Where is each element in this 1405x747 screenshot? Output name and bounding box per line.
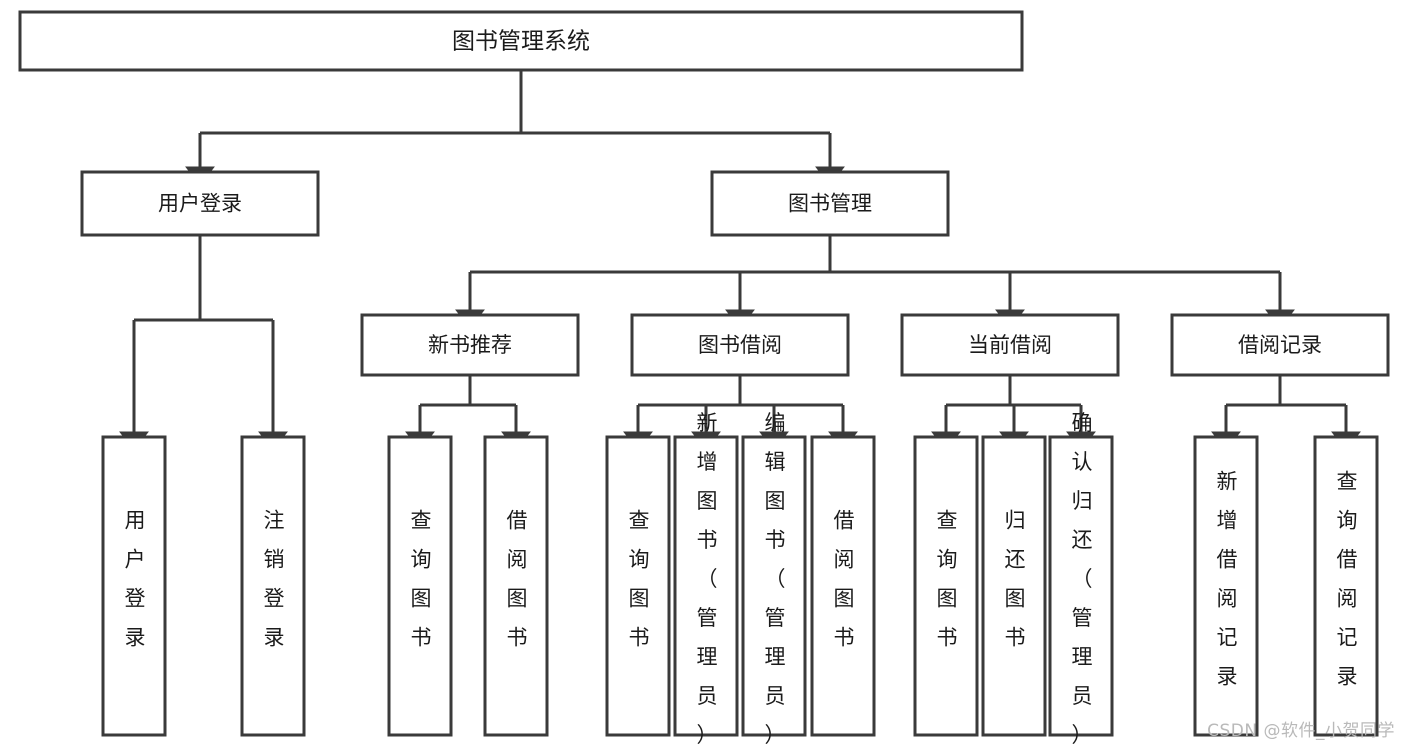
node-leaf-add-book[interactable]: 新增图书（管理员） xyxy=(673,411,739,747)
node-current-borrow[interactable]: 当前借阅 xyxy=(900,313,1120,377)
node-leaf-query-book-3-label: 查询图书 xyxy=(937,509,958,650)
node-leaf-query-record-label: 查询借阅记录 xyxy=(1337,470,1358,689)
node-title-system[interactable]: 图书管理系统 xyxy=(18,10,1024,72)
node-user-login[interactable]: 用户登录 xyxy=(80,170,320,237)
node-leaf-borrow-book-2[interactable]: 借阅图书 xyxy=(810,435,876,737)
node-leaf-confirm-return[interactable]: 确认归还（管理员） xyxy=(1048,411,1114,747)
node-borrow-record[interactable]: 借阅记录 xyxy=(1170,313,1390,377)
node-leaf-edit-book[interactable]: 编辑图书（管理员） xyxy=(741,411,807,747)
node-leaf-user-logout[interactable]: 注销登录 xyxy=(240,435,306,737)
node-leaf-borrow-book-1-label: 借阅图书 xyxy=(507,509,528,650)
node-leaf-query-book-1-label: 查询图书 xyxy=(411,509,432,650)
node-user-login-label: 用户登录 xyxy=(158,192,242,216)
watermark-label: CSDN @软件_小贺同学 xyxy=(1207,721,1395,741)
node-leaf-return-book[interactable]: 归还图书 xyxy=(981,435,1047,737)
node-title-system-label: 图书管理系统 xyxy=(452,29,590,55)
node-new-book-recommend[interactable]: 新书推荐 xyxy=(360,313,580,377)
node-book-manage[interactable]: 图书管理 xyxy=(710,170,950,237)
node-leaf-user-login-label: 用户登录 xyxy=(125,509,146,650)
node-leaf-query-book-1[interactable]: 查询图书 xyxy=(387,435,453,737)
node-leaf-borrow-book-1[interactable]: 借阅图书 xyxy=(483,435,549,737)
node-book-borrow[interactable]: 图书借阅 xyxy=(630,313,850,377)
node-leaf-return-book-label: 归还图书 xyxy=(1005,509,1026,650)
node-book-borrow-label: 图书借阅 xyxy=(698,333,782,357)
node-current-borrow-label: 当前借阅 xyxy=(968,333,1052,357)
node-leaf-query-book-3[interactable]: 查询图书 xyxy=(913,435,979,737)
node-leaf-borrow-book-2-label: 借阅图书 xyxy=(834,509,855,650)
node-book-manage-label: 图书管理 xyxy=(788,192,872,216)
connector-lines xyxy=(119,70,1361,451)
node-new-book-recommend-label: 新书推荐 xyxy=(428,333,512,357)
node-leaf-add-record[interactable]: 新增借阅记录 xyxy=(1193,435,1259,737)
node-leaf-edit-book-label: 编辑图书（管理员） xyxy=(765,411,786,747)
node-leaf-add-record-label: 新增借阅记录 xyxy=(1217,470,1238,689)
node-leaf-user-login[interactable]: 用户登录 xyxy=(101,435,167,737)
node-leaf-query-record[interactable]: 查询借阅记录 xyxy=(1313,435,1379,737)
node-borrow-record-label: 借阅记录 xyxy=(1238,333,1322,357)
node-leaf-user-logout-label: 注销登录 xyxy=(264,509,285,650)
node-leaf-query-book-2[interactable]: 查询图书 xyxy=(605,435,671,737)
node-boxes: 图书管理系统用户登录图书管理新书推荐图书借阅当前借阅借阅记录用户登录注销登录查询… xyxy=(18,10,1390,747)
node-leaf-query-book-2-label: 查询图书 xyxy=(629,509,650,650)
node-leaf-add-book-label: 新增图书（管理员） xyxy=(697,411,718,747)
node-leaf-confirm-return-label: 确认归还（管理员） xyxy=(1072,411,1093,747)
